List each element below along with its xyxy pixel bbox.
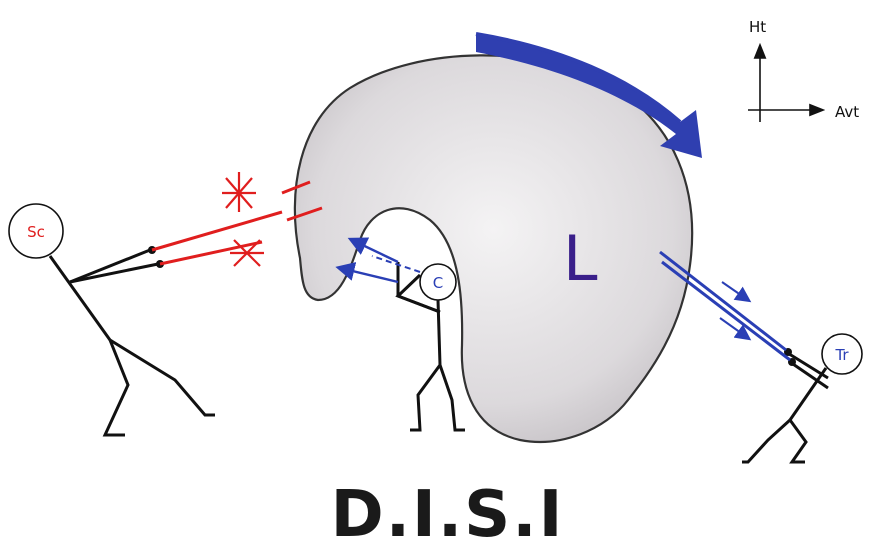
axes-indicator: Ht Avt — [748, 18, 859, 122]
figure-scapho: Sc — [8, 172, 323, 437]
rotation-arrow — [475, 32, 702, 158]
bone-letter-label: L — [563, 222, 598, 295]
figure-scapho-label: Sc — [27, 223, 45, 241]
figure-capitate-label: C — [433, 274, 443, 292]
diagram-title: D.I.S.I — [330, 478, 565, 552]
figure-triquetrum-label: Tr — [834, 346, 849, 364]
bone-shape — [293, 54, 694, 443]
axis-up-label: Ht — [749, 18, 766, 36]
figure-capitate: C — [335, 237, 465, 432]
figure-triquetrum: Tr — [659, 250, 863, 464]
axis-right-label: Avt — [835, 103, 859, 121]
